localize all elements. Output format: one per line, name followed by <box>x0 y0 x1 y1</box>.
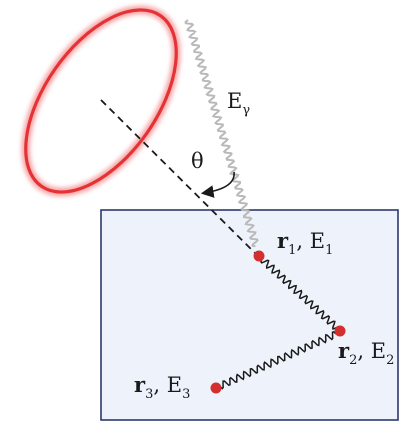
detector-volume <box>100 209 399 421</box>
scatter-angle-label: θ <box>191 149 204 173</box>
cone-axis-line <box>100 99 259 257</box>
interaction-point-1 <box>253 250 265 262</box>
scattered-photon-wave <box>260 258 339 330</box>
photon-energy-label: Eγ <box>227 89 250 118</box>
compton-cone-ring <box>21 5 181 197</box>
interaction-label-2: r2, E2 <box>338 338 394 368</box>
interaction-point-3 <box>210 382 222 394</box>
scatter-angle-arc <box>200 171 235 198</box>
interaction-point-2 <box>334 325 346 337</box>
interaction-label-3: r3, E3 <box>134 372 190 402</box>
incoming-photon-wave <box>184 19 259 248</box>
interaction-label-1: r1, E1 <box>277 228 333 258</box>
scattered-photon-wave <box>219 331 337 390</box>
